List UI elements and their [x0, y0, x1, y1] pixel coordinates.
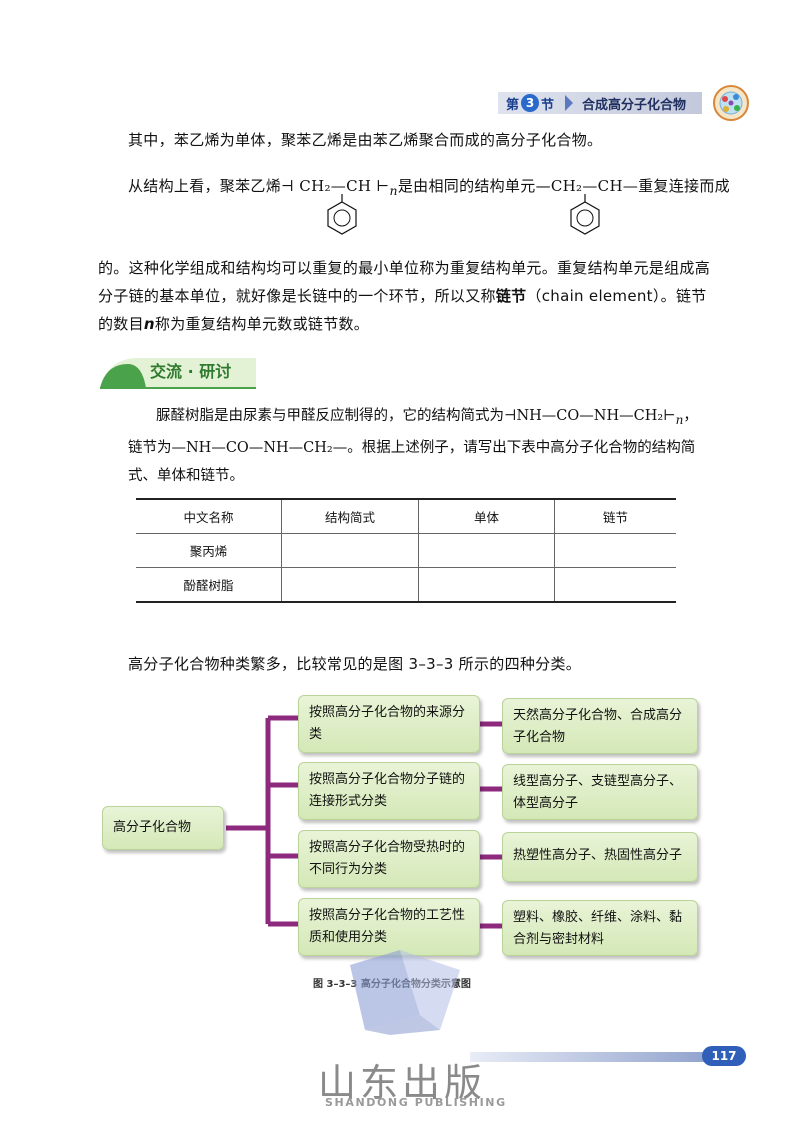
- cell-monomer: [418, 567, 555, 602]
- classification-connectors: [226, 715, 502, 929]
- polymer-table: 中文名称 结构简式 单体 链节 聚丙烯 酚醛树脂: [136, 498, 676, 603]
- text-segment: （chain element）。链节的数目: [98, 287, 707, 333]
- discussion-title: 交流 · 研讨: [150, 362, 232, 381]
- cell-chain-unit: [554, 533, 676, 568]
- root-label: 高分子化合物: [113, 820, 192, 835]
- criterion-label: 按照高分子化合物的工艺性质和使用分类: [309, 908, 466, 945]
- cell-monomer: [418, 533, 555, 568]
- types-box-heat: 热塑性高分子、热固性高分子: [502, 832, 698, 882]
- text-segment: 称为重复结构单元数或链节数。: [154, 315, 370, 333]
- section-suffix: 节: [541, 97, 555, 113]
- section-title: 合成高分子化合物: [582, 98, 687, 113]
- table-row: 聚丙烯: [136, 533, 676, 568]
- cell-name: 酚醛树脂: [183, 578, 234, 593]
- header-chain-unit: 链节: [554, 499, 676, 534]
- header-monomer: 单体: [418, 499, 555, 534]
- section-number: 3: [521, 94, 540, 112]
- formula-text: NH—CO—NH—CH₂: [516, 408, 664, 424]
- text-segment: 从结构上看，聚苯乙烯: [128, 177, 282, 195]
- criterion-label: 按照高分子化合物受热时的不同行为分类: [309, 840, 466, 877]
- criterion-label: 按照高分子化合物分子链的连接形式分类: [309, 772, 466, 809]
- cell-structure: [281, 567, 419, 602]
- polystyrene-formula: ⊣ CH₂—CH ⊢n: [281, 177, 398, 198]
- types-label: 天然高分子化合物、合成高分子化合物: [513, 708, 683, 745]
- publisher-book-icon: [350, 950, 460, 1035]
- paragraph-structure: 从结构上看，聚苯乙烯⊣ CH₂—CH ⊢n是由相同的结构单元—CH₂—CH—重复…: [128, 172, 730, 205]
- formula-subscript: n: [675, 412, 684, 427]
- text-segment: 链节为—NH—CO—NH—CH₂—。根据上述例子，请写出下表中高分子化合物的结构…: [128, 439, 696, 484]
- header-chinese-name: 中文名称: [183, 510, 234, 525]
- header-structure: 结构简式: [281, 499, 419, 534]
- formula-text: CH₂—CH: [299, 177, 372, 195]
- paragraph-intro: 其中，苯乙烯为单体，聚苯乙烯是由苯乙烯聚合而成的高分子化合物。: [128, 131, 603, 149]
- types-box-chain: 线型高分子、支链型高分子、体型高分子: [502, 764, 698, 820]
- section-arrow-icon: [565, 95, 573, 111]
- variable-n: n: [143, 315, 155, 333]
- paragraph-repeat-unit: 的。这种化学组成和结构均可以重复的最小单位称为重复结构单元。重复结构单元是组成高…: [98, 254, 710, 338]
- benzene-ring-icon: [570, 194, 600, 235]
- formula-subscript: n: [389, 183, 398, 198]
- paragraph-urea-resin: 脲醛树脂是由尿素与甲醛反应制得的，它的结构简式为⊣NH—CO—NH—CH₂⊢n，…: [128, 402, 714, 490]
- publisher-name-cn: 山东出版: [318, 1061, 487, 1105]
- benzene-ring-icon: [327, 194, 357, 235]
- cell-structure: [281, 533, 419, 568]
- types-box-use: 塑料、橡胶、纤维、涂料、黏合剂与密封材料: [502, 900, 698, 956]
- section-badge: 第 3 节: [506, 92, 554, 114]
- page-number: 117: [702, 1046, 746, 1066]
- molecule-logo-icon: [713, 85, 749, 121]
- text-segment: 重复连接而成: [638, 177, 730, 195]
- section-prefix: 第: [506, 97, 520, 113]
- cell-name: 聚丙烯: [189, 544, 228, 559]
- cell-chain-unit: [554, 567, 676, 602]
- urea-resin-formula: ⊣NH—CO—NH—CH₂⊢n: [504, 408, 684, 427]
- term-chain-element: 链节: [495, 287, 527, 305]
- criterion-box-chain: 按照高分子化合物分子链的连接形式分类: [298, 762, 480, 820]
- publisher-name-en: SHANDONG PUBLISHING: [325, 1096, 507, 1109]
- paragraph-classification: 高分子化合物种类繁多，比较常见的是图 3–3–3 所示的四种分类。: [128, 655, 582, 673]
- text-segment: ，: [683, 408, 698, 424]
- text-segment: 是由相同的结构单元—: [397, 177, 551, 195]
- text-segment: 脲醛树脂是由尿素与甲醛反应制得的，它的结构简式为: [156, 408, 504, 424]
- types-label: 线型高分子、支链型高分子、体型高分子: [513, 774, 683, 811]
- table-header-row: 中文名称 结构简式 单体 链节: [136, 499, 676, 534]
- criterion-box-source: 按照高分子化合物的来源分类: [298, 695, 480, 753]
- table-row: 酚醛树脂: [136, 567, 676, 602]
- text-segment: 的。这种化学组成和结构均可以重复的最小单位称为重复结构单元。重复结构单元是组成高…: [98, 259, 711, 305]
- types-box-source: 天然高分子化合物、合成高分子化合物: [502, 698, 698, 754]
- criterion-label: 按照高分子化合物的来源分类: [309, 705, 466, 742]
- criterion-box-use: 按照高分子化合物的工艺性质和使用分类: [298, 898, 480, 956]
- criterion-box-heat: 按照高分子化合物受热时的不同行为分类: [298, 830, 480, 888]
- section-header-bar: [498, 92, 702, 114]
- types-label: 热塑性高分子、热固性高分子: [513, 848, 683, 863]
- diagram-root-box: 高分子化合物: [102, 806, 224, 850]
- repeat-unit-formula: CH₂—CH—: [550, 177, 639, 195]
- discussion-tag-icon: [100, 358, 256, 389]
- page-number-bar: [470, 1052, 718, 1062]
- types-label: 塑料、橡胶、纤维、涂料、黏合剂与密封材料: [513, 910, 683, 947]
